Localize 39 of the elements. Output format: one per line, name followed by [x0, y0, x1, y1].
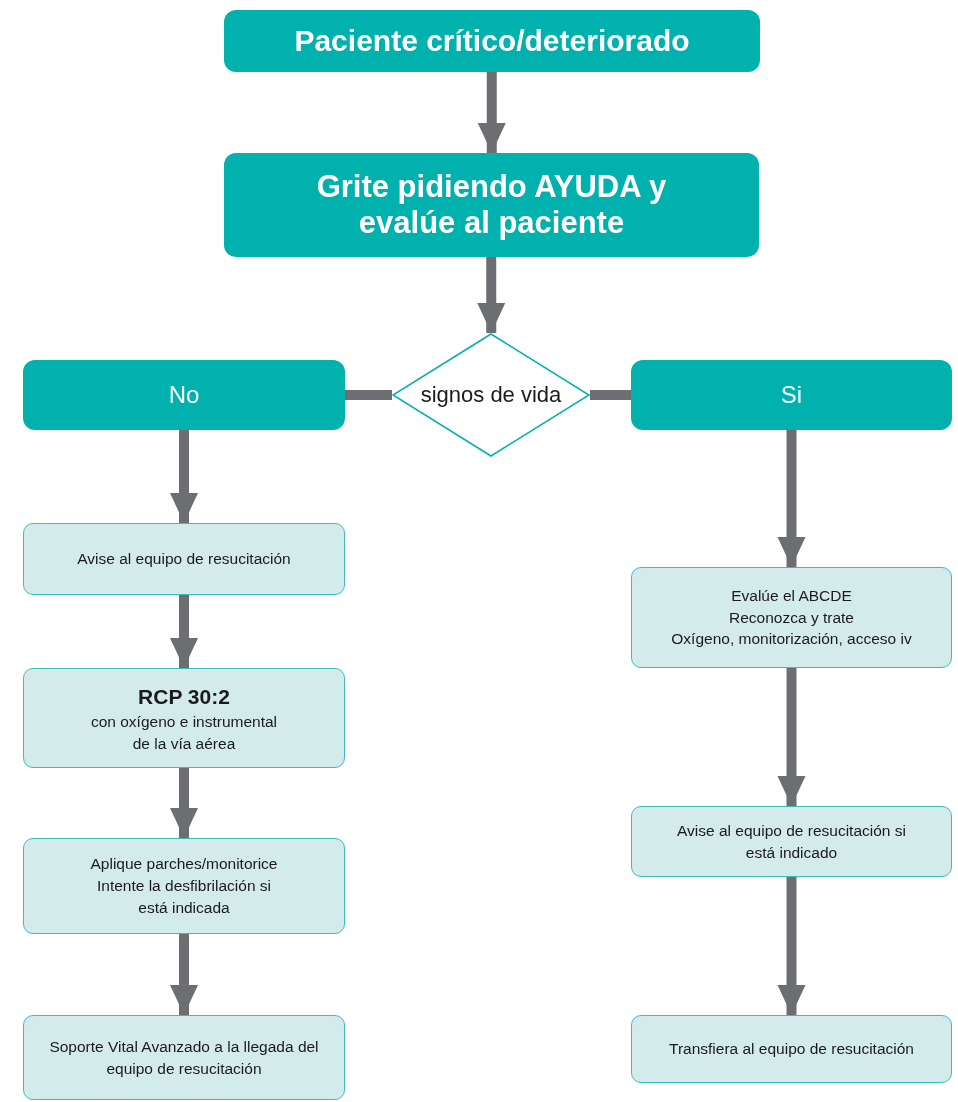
step-text: Avise al equipo de resucitación si está indicado	[676, 820, 907, 863]
step-box	[631, 1015, 952, 1083]
step-text: Grite pidiendo AYUDA y evalúe al paciente	[315, 169, 668, 241]
step-box	[631, 567, 952, 668]
step-text: Paciente crítico/deteriorado	[294, 23, 690, 59]
step-text: Soporte Vital Avanzado a la llegada del equipo de resucitación	[48, 1036, 320, 1079]
connector-line	[345, 390, 392, 400]
step-text: Intente la desfibrilación si está indicada	[95, 876, 272, 918]
step-box	[23, 1015, 345, 1100]
arrow	[170, 595, 198, 668]
process-box	[224, 10, 760, 72]
arrow	[170, 430, 198, 523]
step-box	[23, 838, 345, 934]
connector-line	[590, 390, 631, 400]
arrow	[170, 768, 198, 838]
step-box	[23, 668, 345, 768]
arrow	[477, 72, 506, 153]
step-text: con oxígeno e instrumental de la vía aérea	[89, 712, 279, 754]
decision-diamond	[392, 333, 590, 457]
arrow	[777, 877, 806, 1015]
step-text: Oxígeno, monitorización, acceso iv	[671, 629, 912, 650]
step-text: Reconozca y trate	[729, 607, 854, 628]
arrow	[170, 934, 198, 1015]
arrow	[477, 257, 506, 333]
step-text: Transfiera al equipo de resucitación	[669, 1039, 914, 1060]
step-heading: RCP 30:2	[138, 683, 230, 710]
process-box	[23, 360, 345, 430]
step-text: signos de vida	[420, 382, 562, 408]
step-text: Evalúe el ABCDE	[731, 585, 852, 606]
step-text: Si	[780, 381, 803, 409]
step-text: No	[168, 381, 200, 409]
arrow	[777, 668, 806, 806]
process-box	[631, 360, 952, 430]
arrow	[777, 430, 806, 567]
step-text: Aplique parches/monitorice	[90, 854, 278, 875]
step-box	[631, 806, 952, 877]
step-text: Avise al equipo de resucitación	[77, 549, 291, 570]
process-box	[224, 153, 759, 257]
step-box	[23, 523, 345, 595]
